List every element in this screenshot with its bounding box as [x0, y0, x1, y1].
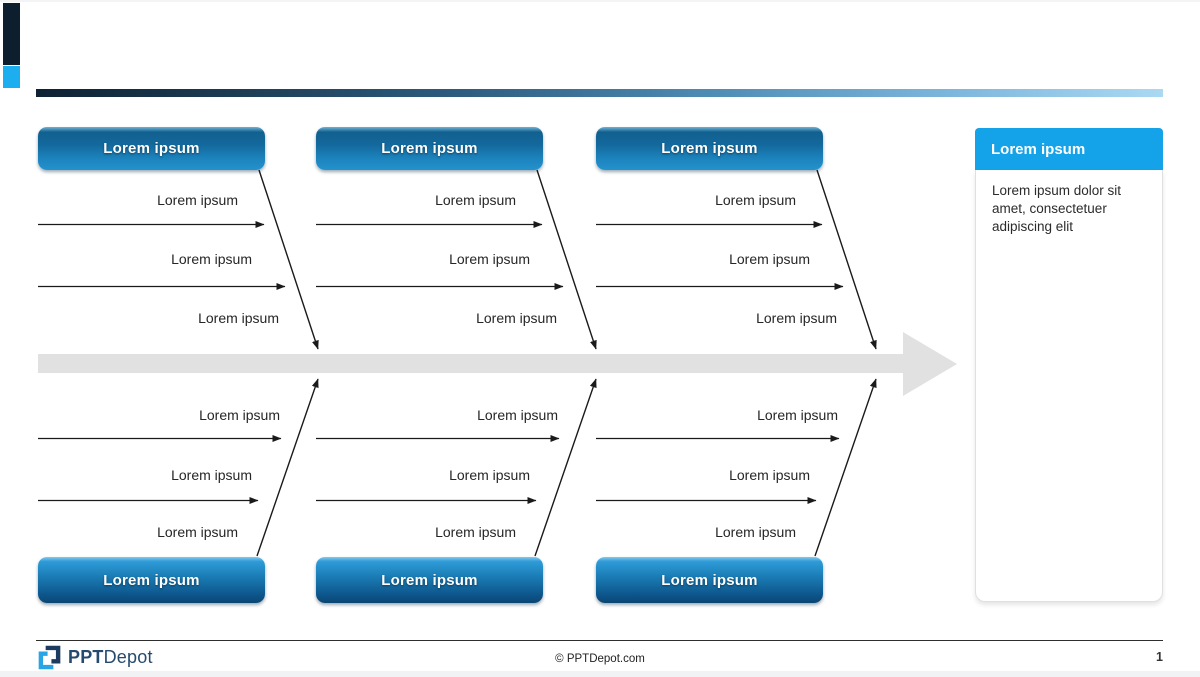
branch-box-top-2: Lorem ipsum	[316, 127, 543, 170]
branch-box-bottom-1: Lorem ipsum	[38, 557, 265, 603]
pptdepot-logo: PPTDepot	[38, 645, 153, 670]
spine-arrow	[38, 332, 957, 396]
cause-label: Lorem ipsum	[715, 192, 796, 208]
cause-label: Lorem ipsum	[157, 192, 238, 208]
note-panel-title: Lorem ipsum	[975, 128, 1163, 170]
branch-line	[816, 169, 877, 350]
footer-divider	[36, 640, 1163, 641]
branch-box-bottom-3: Lorem ipsum	[596, 557, 823, 603]
cause-label: Lorem ipsum	[171, 467, 252, 483]
cause-label: Lorem ipsum	[476, 310, 557, 326]
page-number: 1	[1156, 650, 1163, 664]
pptdepot-logo-text: PPTDepot	[68, 647, 153, 668]
note-panel-body: Lorem ipsum dolor sit amet, consectetuer…	[975, 170, 1163, 602]
logo-text-regular: Depot	[103, 647, 153, 667]
cause-label: Lorem ipsum	[729, 251, 810, 267]
cause-label: Lorem ipsum	[435, 192, 516, 208]
branch-line	[258, 169, 319, 350]
branch-line	[534, 378, 597, 557]
logo-text-bold: PPT	[68, 647, 104, 667]
cause-label: Lorem ipsum	[729, 467, 810, 483]
accent-bar-navy	[3, 3, 20, 65]
cause-label: Lorem ipsum	[449, 467, 530, 483]
footer-copyright: © PPTDepot.com	[555, 653, 645, 665]
branch-line	[536, 169, 597, 350]
branch-box-bottom-2: Lorem ipsum	[316, 557, 543, 603]
cause-label: Lorem ipsum	[757, 407, 838, 423]
cause-label: Lorem ipsum	[715, 524, 796, 540]
branch-line	[256, 378, 319, 557]
slide-edge-bottom	[0, 671, 1200, 677]
title-divider-gradient	[36, 89, 1163, 97]
note-panel: Lorem ipsum Lorem ipsum dolor sit amet, …	[975, 128, 1163, 602]
cause-label: Lorem ipsum	[198, 310, 279, 326]
branch-line	[814, 378, 877, 557]
branch-box-top-1: Lorem ipsum	[38, 127, 265, 170]
cause-label: Lorem ipsum	[477, 407, 558, 423]
pptdepot-logo-icon	[38, 645, 61, 670]
cause-label: Lorem ipsum	[157, 524, 238, 540]
accent-bar-cyan	[3, 66, 20, 88]
cause-label: Lorem ipsum	[449, 251, 530, 267]
cause-label: Lorem ipsum	[756, 310, 837, 326]
cause-label: Lorem ipsum	[171, 251, 252, 267]
cause-label: Lorem ipsum	[199, 407, 280, 423]
branch-box-top-3: Lorem ipsum	[596, 127, 823, 170]
slide-edge-top	[0, 0, 1200, 2]
cause-label: Lorem ipsum	[435, 524, 516, 540]
